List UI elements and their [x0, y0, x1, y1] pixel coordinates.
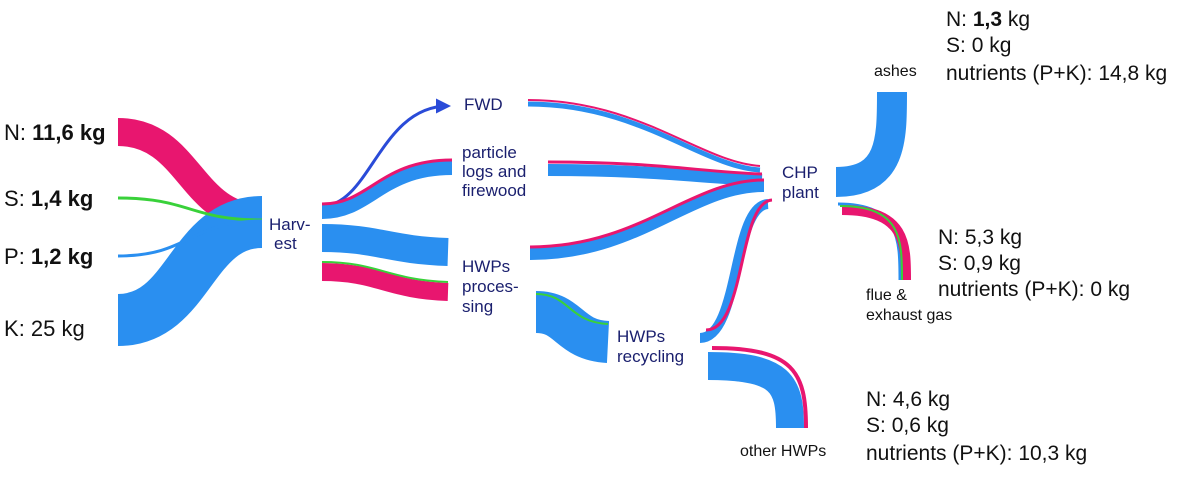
- flow-recycling-chp-blue: [698, 199, 770, 343]
- flow-hwps-chp-blue: [529, 180, 765, 260]
- output-flue: flue & exhaust gas N: 5,3 kg S: 0,9 kg n…: [866, 226, 1130, 324]
- flue-nutrients: nutrients (P+K): 0 kg: [938, 278, 1130, 301]
- flue-s: S: 0,9 kg: [938, 252, 1021, 275]
- flow-hwps-chp-pink: [529, 178, 765, 249]
- output-other-hwps: other HWPs N: 4,6 kg S: 0,6 kg nutrients…: [740, 388, 1087, 465]
- flue-label: flue & exhaust gas: [866, 287, 952, 324]
- node-labels: Harv- est FWD particle logs and firewood…: [269, 95, 822, 366]
- flow-harvest-hwps-green: [321, 261, 449, 283]
- flow-recycling-chp-pink: [705, 198, 773, 332]
- flow-recycling-other-blue: [707, 352, 804, 429]
- flow-chp-flue-green: [839, 205, 903, 281]
- flow-processing-recycling-blue: [534, 291, 611, 363]
- input-n: N: 11,6 kg: [4, 120, 106, 145]
- flow-recycling-other-pink: [711, 346, 808, 429]
- other-s: S: 0,6 kg: [866, 414, 949, 437]
- flow-particle-chp-pink: [547, 160, 763, 176]
- flows: [115, 91, 911, 429]
- node-fwd: FWD: [464, 95, 503, 114]
- flow-s-input: [117, 196, 263, 222]
- flow-p-input: [117, 219, 263, 258]
- flow-harvest-particle-blue: [321, 161, 453, 219]
- input-s: S: 1,4 kg: [4, 186, 93, 211]
- flow-k-input: [115, 196, 265, 346]
- flow-fwd-chp-pink: [527, 99, 761, 167]
- other-hwps-label: other HWPs: [740, 443, 826, 460]
- node-chp: CHP plant: [782, 163, 822, 202]
- flow-harvest-particle-pink: [321, 158, 453, 206]
- node-hwps-processing: HWPs proces- sing: [462, 257, 523, 316]
- other-n: N: 4,6 kg: [866, 388, 950, 411]
- node-hwps-recycling: HWPs recycling: [617, 327, 684, 366]
- flow-fwd-chp-blue: [527, 101, 761, 173]
- node-particle: particle logs and firewood: [462, 143, 531, 200]
- ashes-s: S: 0 kg: [946, 34, 1011, 57]
- flow-harvest-hwps-pink: [321, 263, 449, 301]
- input-k: K: 25 kg: [4, 316, 85, 341]
- flow-particle-chp-blue: [547, 164, 763, 186]
- ashes-nutrients: nutrients (P+K): 14,8 kg: [946, 62, 1167, 85]
- flow-chp-flue-pink: [841, 205, 911, 281]
- flow-chp-ashes: [835, 91, 907, 197]
- ashes-n: N: 1,3 kg: [946, 8, 1030, 31]
- flow-processing-recycling-green: [535, 293, 609, 325]
- other-nutrients: nutrients (P+K): 10,3 kg: [866, 442, 1087, 465]
- input-p: P: 1,2 kg: [4, 244, 93, 269]
- node-harvest: Harv- est: [269, 215, 315, 253]
- flow-harvest-hwps-blue: [321, 224, 449, 266]
- ashes-label: ashes: [874, 63, 917, 80]
- output-ashes: ashes N: 1,3 kg S: 0 kg nutrients (P+K):…: [874, 8, 1167, 85]
- input-labels: N: 11,6 kg S: 1,4 kg P: 1,2 kg K: 25 kg: [4, 120, 106, 341]
- flue-n: N: 5,3 kg: [938, 226, 1022, 249]
